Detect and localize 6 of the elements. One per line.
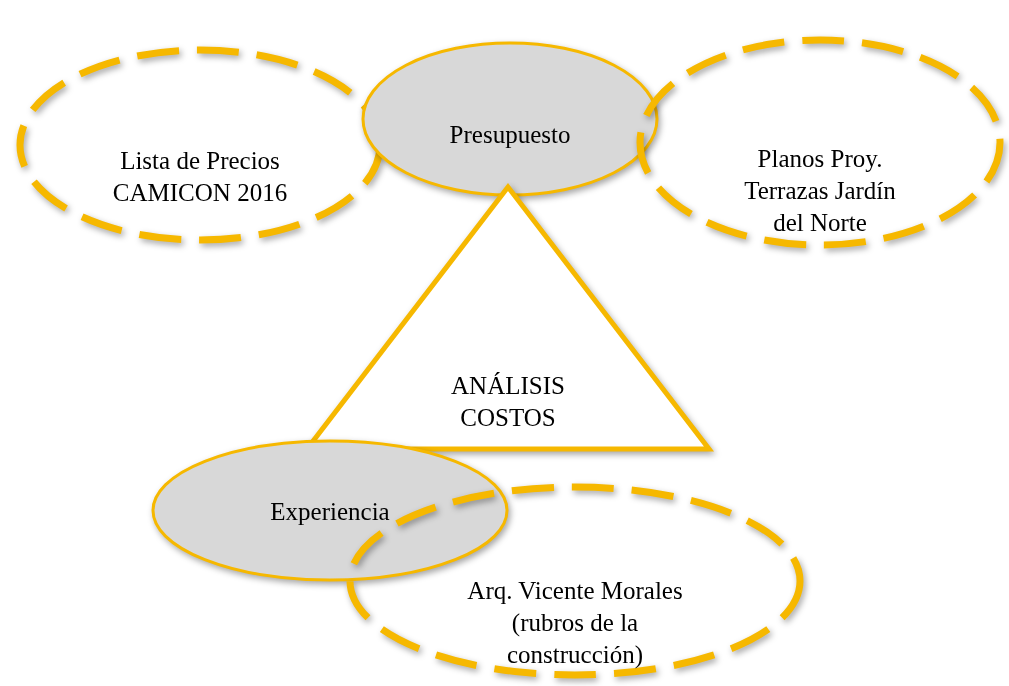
node-label: Presupuesto — [448, 120, 572, 150]
node-label: Planos Proy. Terrazas Jardín del Norte — [743, 143, 897, 238]
node-label: Experiencia — [269, 497, 391, 527]
node-label: ANÁLISIS COSTOS — [450, 370, 566, 433]
node-label: Lista de Precios CAMICON 2016 — [111, 146, 289, 208]
node-label: Arq. Vicente Morales (rubros de la construcción) — [466, 576, 684, 671]
